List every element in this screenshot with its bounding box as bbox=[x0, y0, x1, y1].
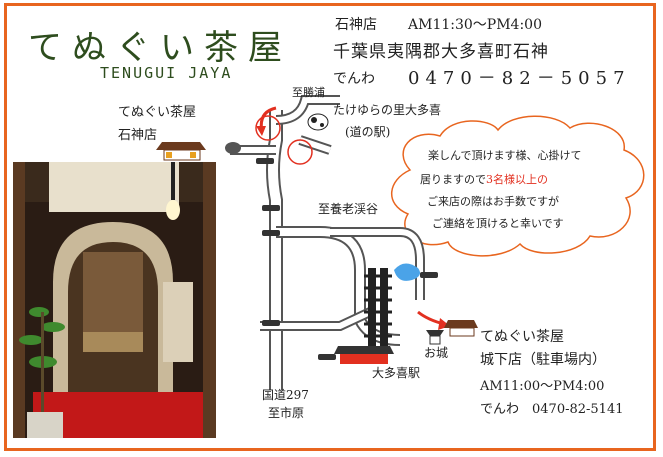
ishigami-tel: 0470－82－5057 bbox=[408, 68, 631, 89]
jokashita-store-label: てぬぐい茶屋 bbox=[480, 329, 564, 345]
jokashita-store-name: 城下店（駐車場内） bbox=[480, 352, 606, 368]
cloud-text-2: 居りますので3名様以上の bbox=[420, 173, 548, 186]
map-to-katsuura: 至勝浦 bbox=[292, 86, 325, 99]
circle-michinoeki bbox=[287, 139, 313, 165]
river bbox=[394, 263, 420, 281]
jokashita-tel: でんわ 0470-82-5141 bbox=[480, 402, 624, 417]
interior-photo bbox=[13, 162, 216, 438]
store2-building-icon bbox=[444, 320, 478, 337]
ishigami-address: 千葉県夷隅郡大多喜町石神 bbox=[333, 42, 549, 62]
ishigami-store-name: 石神店 bbox=[335, 17, 377, 33]
map-station: 大多喜駅 bbox=[372, 366, 421, 380]
map-to-ichihara: 至市原 bbox=[268, 406, 305, 420]
ishigami-hours: AM11:30～PM4:00 bbox=[408, 17, 542, 33]
cow-mascot-icon bbox=[307, 113, 329, 131]
circle-katsuura bbox=[255, 115, 281, 141]
cloud-text-4: ご連絡を頂けると幸いです bbox=[432, 217, 564, 230]
traffic-lights bbox=[256, 158, 438, 360]
cloud-text-1: 楽しんで頂けます様、心掛けて bbox=[428, 149, 582, 162]
shop-title: てぬぐい茶屋 bbox=[28, 28, 292, 68]
map-route: 国道297 bbox=[262, 388, 309, 402]
store1-building-icon bbox=[156, 142, 206, 161]
station-icon bbox=[334, 346, 394, 364]
map-castle: お城 bbox=[424, 346, 449, 360]
map-store1-branch: 石神店 bbox=[118, 128, 158, 143]
map-takeyura: たけゆらの里大多喜 bbox=[333, 103, 442, 117]
castle-icon bbox=[426, 330, 444, 345]
cloud-text-3: ご来店の際はお手数ですが bbox=[427, 195, 559, 208]
message-cloud bbox=[390, 115, 645, 257]
map-store1-label: てぬぐい茶屋 bbox=[118, 105, 197, 120]
map-michinoeki: (道の駅) bbox=[345, 125, 391, 139]
cloud-text-highlight: 3名様以上の bbox=[486, 173, 548, 186]
jokashita-hours: AM11:00～PM4:00 bbox=[480, 379, 605, 394]
ishigami-tel-label: でんわ bbox=[333, 71, 375, 87]
railway bbox=[364, 268, 392, 348]
mascot-icon bbox=[225, 142, 241, 154]
shop-romaji: TENUGUI JAYA bbox=[100, 64, 233, 82]
map-to-yoro: 至養老渓谷 bbox=[318, 202, 379, 216]
